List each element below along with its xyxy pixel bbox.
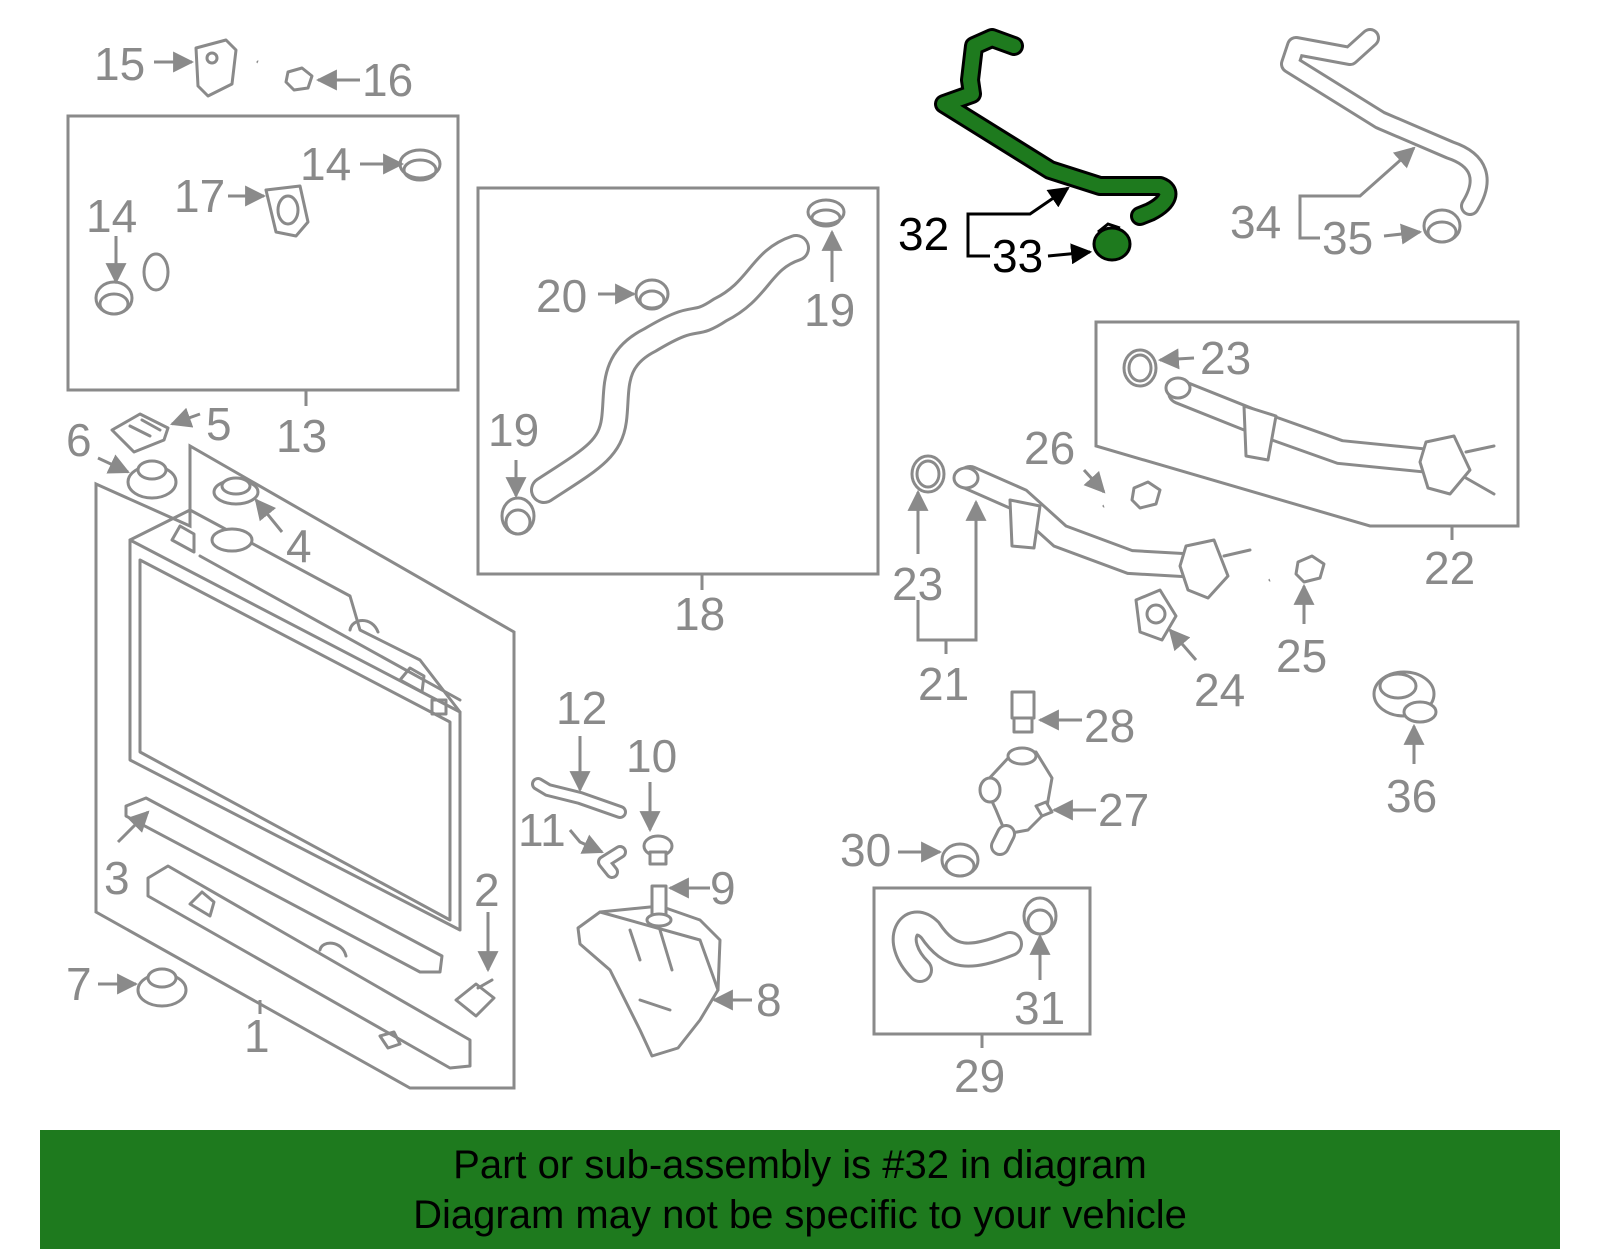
clamp-14a-part — [94, 280, 134, 316]
bolt-16-part — [256, 60, 314, 92]
callout-5: 5 — [206, 398, 232, 450]
radiator-cap-part — [210, 476, 260, 553]
upper-hose-part — [129, 197, 427, 341]
hose-11-part — [597, 845, 627, 879]
callout-24: 24 — [1194, 664, 1245, 716]
lower-tank-part — [146, 864, 472, 1070]
bracket-15-part — [194, 38, 238, 98]
callout-31: 31 — [1014, 982, 1065, 1034]
callout-32: 32 — [898, 208, 949, 260]
callout-28: 28 — [1084, 700, 1135, 752]
callout-33: 33 — [992, 230, 1043, 282]
callout-21: 21 — [918, 658, 969, 710]
callout-23-left: 23 — [892, 558, 943, 610]
pipe-21-part — [952, 465, 1252, 600]
clamp-33-part — [1092, 222, 1132, 262]
hose-18-part — [530, 234, 810, 504]
clamp-20-part — [634, 278, 670, 311]
banner-line-1: Part or sub-assembly is #32 in diagram — [453, 1143, 1147, 1187]
group-18-frame — [476, 186, 880, 576]
callout-9: 9 — [710, 862, 736, 914]
callout-6: 6 — [66, 414, 92, 466]
hose-29-part — [891, 910, 1023, 983]
callout-17: 17 — [174, 170, 225, 222]
callout-26: 26 — [1024, 422, 1075, 474]
bolt-25-part — [1268, 554, 1326, 584]
callout-15: 15 — [94, 38, 145, 90]
callout-19-left: 19 — [488, 404, 539, 456]
group-13-frame — [66, 114, 460, 392]
hose-32-part — [934, 28, 1178, 226]
pipe-22-part — [1164, 376, 1496, 496]
callout-19-right: 19 — [804, 284, 855, 336]
callout-20: 20 — [536, 270, 587, 322]
reservoir-8-part — [576, 904, 722, 1058]
oring-23b-part — [910, 454, 946, 494]
parts-diagram: 1 2 3 4 5 6 7 8 9 10 11 12 13 14 14 15 1… — [66, 28, 1520, 1102]
callout-10: 10 — [626, 730, 677, 782]
hose-12-part — [531, 777, 627, 819]
callout-14-top: 14 — [300, 138, 351, 190]
group-22-frame — [1094, 320, 1520, 528]
info-banner: Part or sub-assembly is #32 in diagram D… — [40, 1130, 1560, 1249]
clamp-14b-part — [398, 148, 442, 182]
drain-plug-part — [454, 978, 496, 1018]
clamp-35-part — [1422, 208, 1462, 244]
clamp-31-part — [1022, 896, 1058, 936]
callout-16: 16 — [362, 54, 413, 106]
clamp-19a-part — [806, 198, 846, 228]
callout-2: 2 — [474, 864, 500, 916]
mount-6-part — [126, 459, 178, 500]
clamp-30-part — [940, 842, 980, 878]
callout-22: 22 — [1424, 542, 1475, 594]
callout-1: 1 — [244, 1010, 270, 1062]
group-1-frame — [94, 443, 516, 1090]
part-10 — [642, 834, 674, 866]
callout-23-top: 23 — [1200, 332, 1251, 384]
callout-13: 13 — [276, 410, 327, 462]
hose-34-part — [1280, 28, 1489, 216]
sensor-28-part — [1010, 690, 1036, 734]
callout-34: 34 — [1230, 196, 1281, 248]
bolt-26-part — [1102, 480, 1162, 510]
callout-12: 12 — [556, 682, 607, 734]
radiator-part — [128, 508, 462, 932]
callout-14-left: 14 — [86, 190, 137, 242]
callout-8: 8 — [756, 974, 782, 1026]
callout-35: 35 — [1322, 212, 1373, 264]
clip-5-part — [110, 412, 170, 454]
callout-27: 27 — [1098, 784, 1149, 836]
mount-7-part — [136, 967, 188, 1008]
callout-18: 18 — [674, 588, 725, 640]
seal-strip-part — [124, 796, 444, 974]
clamp-19b-part — [500, 496, 536, 536]
callout-4: 4 — [286, 520, 312, 572]
oring-23a-part — [1122, 348, 1158, 388]
bracket-17-part — [264, 184, 310, 238]
leader-lines — [97, 51, 1454, 1048]
callout-36: 36 — [1386, 770, 1437, 822]
callout-11: 11 — [518, 804, 566, 856]
banner-line-2: Diagram may not be specific to your vehi… — [413, 1193, 1187, 1237]
callout-30: 30 — [840, 824, 891, 876]
callout-25: 25 — [1276, 630, 1327, 682]
callout-7: 7 — [66, 958, 92, 1010]
callout-29: 29 — [954, 1050, 1005, 1102]
thermostat-36-part — [1372, 670, 1438, 724]
gasket-24-part — [1134, 588, 1178, 642]
callout-3: 3 — [104, 852, 130, 904]
fitting-27-part — [978, 746, 1054, 856]
cap-9-part — [645, 884, 673, 928]
